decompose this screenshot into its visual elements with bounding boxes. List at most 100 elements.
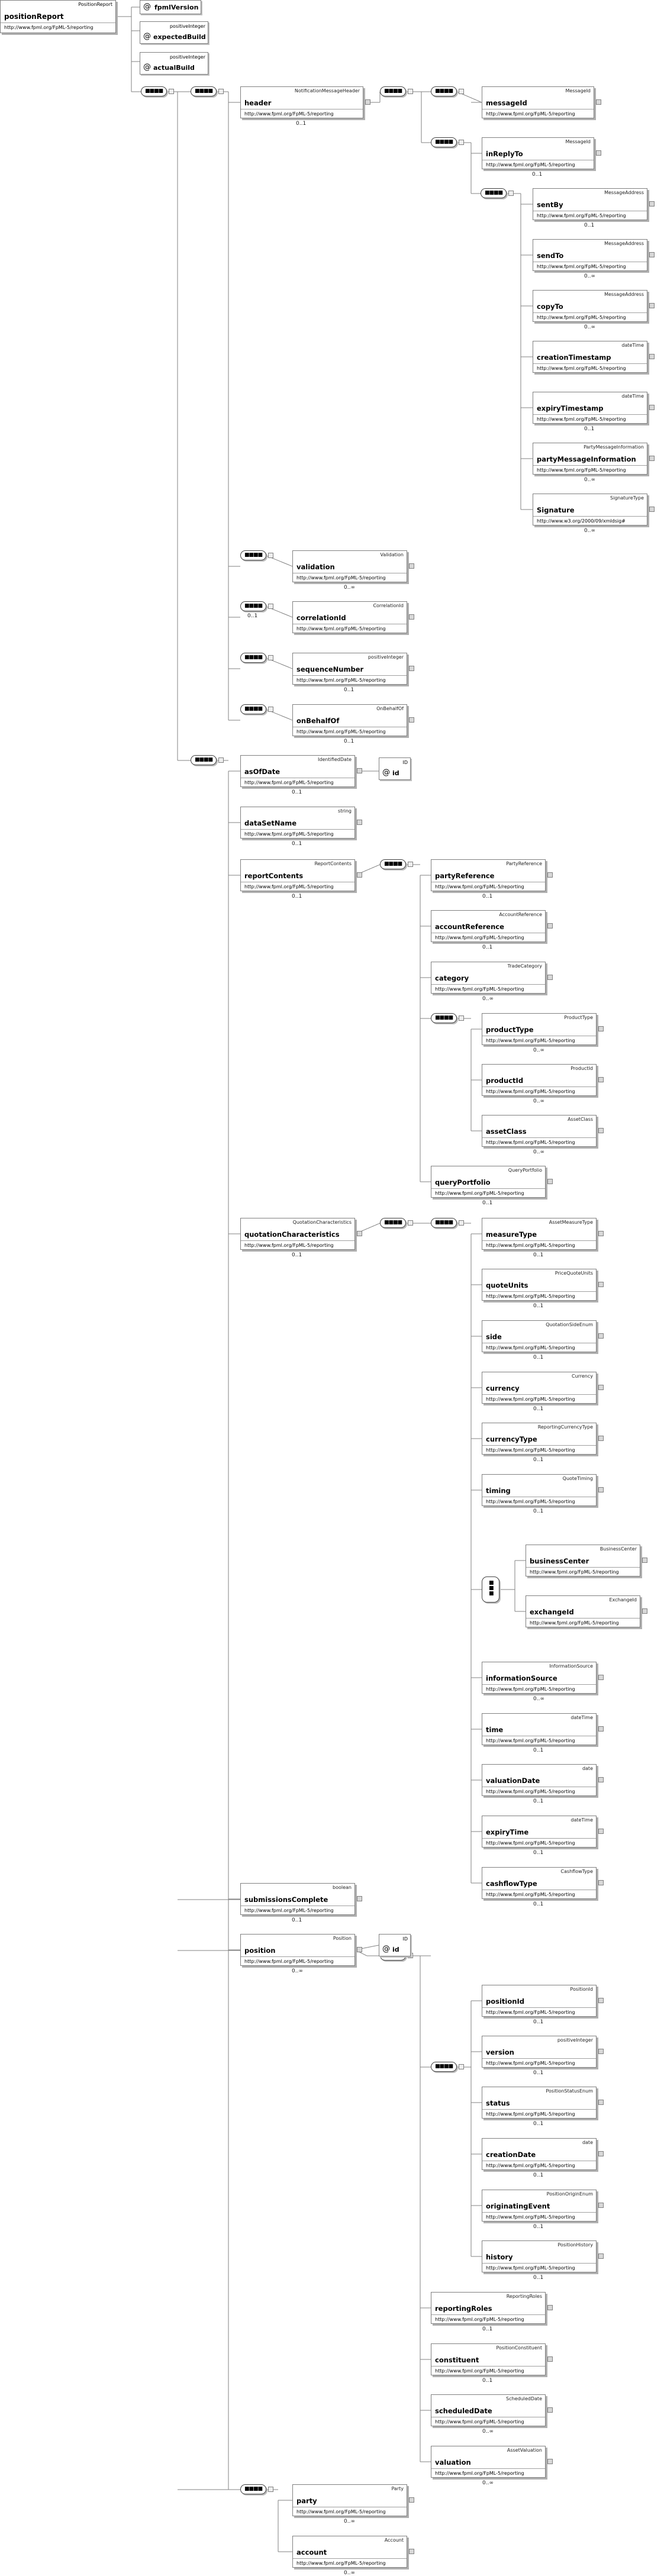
sequence-compositor-validation[interactable]: ■■■■	[240, 550, 273, 560]
expand-icon[interactable]	[409, 614, 414, 620]
expand-icon[interactable]	[649, 201, 655, 207]
expand-icon[interactable]	[598, 1998, 604, 2003]
expand-icon[interactable]	[598, 1026, 604, 1031]
expand-icon[interactable]	[409, 666, 414, 671]
expand-icon[interactable]	[642, 1558, 647, 1563]
expand-icon[interactable]	[357, 1947, 362, 1952]
expand-icon[interactable]	[598, 1385, 604, 1390]
expand-icon[interactable]	[598, 1726, 604, 1732]
expand-icon[interactable]	[598, 1128, 604, 1133]
expand-icon[interactable]	[409, 717, 414, 723]
attribute-id-asOfDate[interactable]: ID @ id	[379, 757, 411, 780]
sequence-compositor-quotation[interactable]: ■■■■	[380, 1218, 413, 1228]
expand-icon[interactable]	[547, 2407, 553, 2413]
expand-icon[interactable]	[649, 303, 655, 308]
expand-icon[interactable]	[598, 1675, 604, 1680]
expand-icon[interactable]	[649, 456, 655, 461]
expand-icon[interactable]	[598, 1436, 604, 1441]
expand-icon[interactable]	[642, 1608, 647, 1614]
expand-icon[interactable]	[649, 405, 655, 410]
expand-icon[interactable]	[357, 1231, 362, 1236]
expand-icon[interactable]	[547, 923, 553, 928]
sequence-compositor-product[interactable]: ■■■■	[431, 1013, 464, 1023]
expand-icon[interactable]	[547, 2305, 553, 2310]
sequence-compositor-addressing[interactable]: ■■■■	[481, 188, 514, 198]
choice-compositor-timing[interactable]: ■■■	[482, 1576, 499, 1603]
expand-icon[interactable]	[598, 1777, 604, 1782]
expand-icon[interactable]	[598, 2253, 604, 2259]
expand-icon[interactable]	[649, 252, 655, 257]
expand-icon[interactable]	[598, 2151, 604, 2156]
expand-icon[interactable]	[598, 1231, 604, 1236]
sequence-compositor-parties[interactable]: ■■■■	[240, 2484, 273, 2494]
expand-icon[interactable]	[547, 975, 553, 980]
expand-icon[interactable]	[598, 1282, 604, 1287]
expand-icon[interactable]	[547, 2356, 553, 2362]
expand-icon[interactable]	[598, 1333, 604, 1339]
sequence-compositor-messageId[interactable]: ■■■■	[431, 86, 464, 96]
expand-icon[interactable]	[598, 2049, 604, 2054]
sequence-compositor-quotation-items[interactable]: ■■■■	[431, 1218, 464, 1228]
attribute-expectedBuild[interactable]: positiveInteger @ expectedBuild	[140, 21, 208, 44]
expand-icon[interactable]	[598, 1829, 604, 1834]
sequence-compositor-body[interactable]: ■■■■	[191, 755, 224, 765]
expand-icon[interactable]	[357, 872, 362, 878]
sequence-compositor-inReplyTo[interactable]: ■■■■	[431, 137, 464, 147]
expand-icon[interactable]	[365, 99, 370, 105]
expand-icon[interactable]	[598, 1487, 604, 1492]
expand-icon[interactable]	[649, 507, 655, 512]
expand-icon[interactable]	[598, 1880, 604, 1885]
expand-icon[interactable]	[598, 1077, 604, 1082]
root-element-positionReport[interactable]: PositionReport positionReport http://www…	[0, 0, 116, 33]
sequence-compositor-header[interactable]: ■■■■	[380, 86, 413, 96]
expand-icon[interactable]	[596, 150, 601, 156]
expand-icon[interactable]	[547, 1179, 553, 1184]
expand-icon[interactable]	[598, 2203, 604, 2208]
expand-icon[interactable]	[357, 1896, 362, 1901]
expand-icon[interactable]	[357, 820, 362, 825]
expand-icon[interactable]	[649, 354, 655, 359]
attribute-id-position[interactable]: ID @ id	[379, 1934, 411, 1956]
sequence-compositor-reportContents[interactable]: ■■■■	[380, 859, 413, 869]
attribute-actualBuild[interactable]: positiveInteger @ actualBuild	[140, 52, 208, 75]
